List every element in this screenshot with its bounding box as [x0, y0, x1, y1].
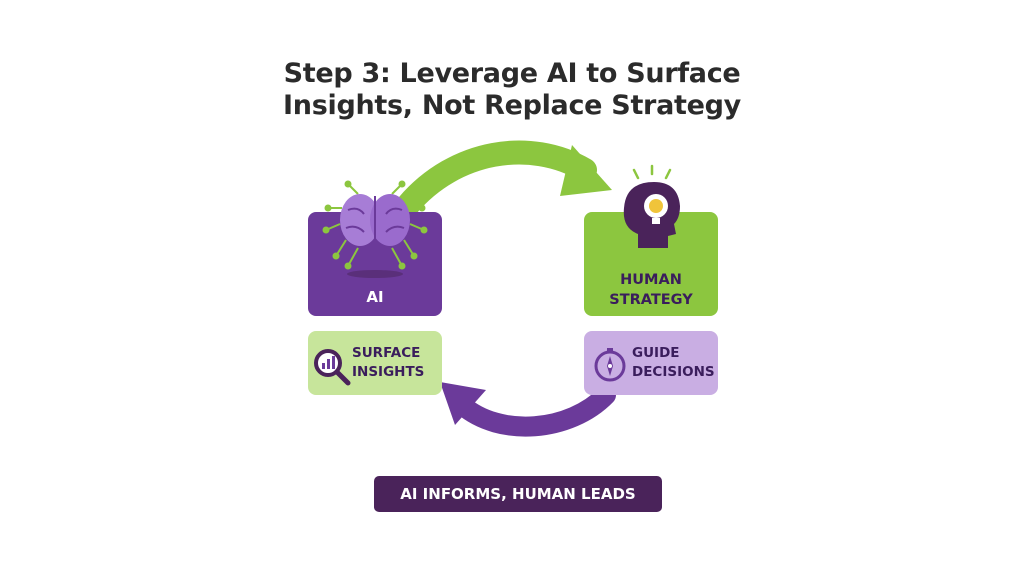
surface-label-line-2: INSIGHTS	[352, 364, 425, 380]
guide-decisions-node: GUIDE DECISIONS	[584, 331, 718, 395]
tagline-banner: AI INFORMS, HUMAN LEADS	[374, 476, 662, 512]
guide-label-line-2: DECISIONS	[632, 364, 715, 380]
surface-insights-node: SURFACE INSIGHTS	[308, 331, 442, 395]
guide-decisions-label: GUIDE DECISIONS	[632, 344, 718, 382]
compass-icon	[594, 348, 626, 382]
guide-label-line-1: GUIDE	[632, 345, 680, 361]
magnifier-chart-icon	[314, 349, 351, 386]
brain-circuit-icon	[322, 180, 428, 278]
human-label-line-1: HUMAN	[620, 272, 682, 288]
title-line-2: Insights, Not Replace Strategy	[283, 90, 741, 121]
surface-insights-label: SURFACE INSIGHTS	[352, 344, 438, 382]
human-strategy-label: HUMAN STRATEGY	[584, 270, 718, 310]
human-label-line-2: STRATEGY	[609, 292, 693, 308]
title-line-1: Step 3: Leverage AI to Surface	[283, 58, 741, 89]
page-title: Step 3: Leverage AI to Surface Insights,…	[212, 58, 812, 122]
head-lightbulb-gear-icon	[623, 164, 680, 248]
human-strategy-node: HUMAN STRATEGY	[584, 212, 718, 316]
ai-node-label: AI	[366, 288, 384, 306]
surface-label-line-1: SURFACE	[352, 345, 421, 361]
